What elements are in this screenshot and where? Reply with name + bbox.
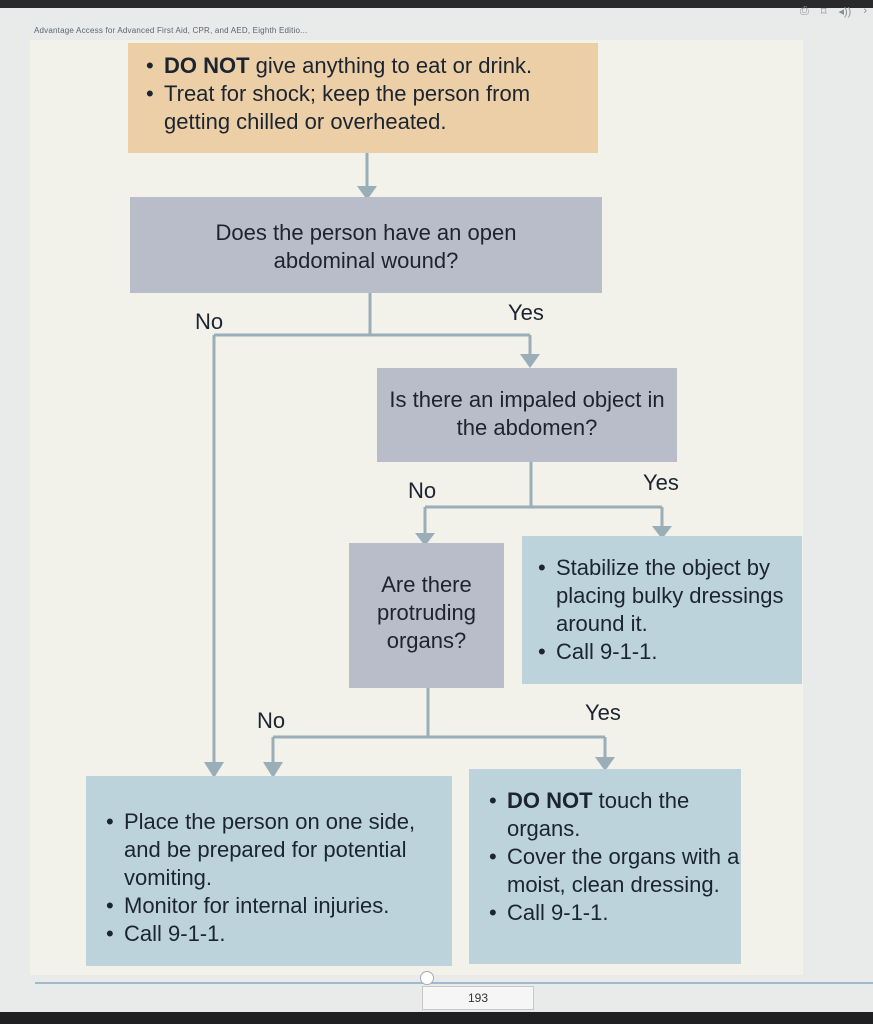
page-number-field[interactable]: 193 xyxy=(422,986,534,1010)
reader-toolbar: ⎙ ⌑ ◂)) › xyxy=(800,5,867,18)
audio-icon[interactable]: ◂)) xyxy=(838,6,852,18)
q3-no-label: No xyxy=(257,708,286,733)
care-item-position: Place the person on one side, and be pre… xyxy=(104,808,452,892)
q3-yes-label: Yes xyxy=(585,700,621,725)
initial-care-box: DO NOT give anything to eat or drink. Tr… xyxy=(128,43,598,153)
care-item-no-food: DO NOT give anything to eat or drink. xyxy=(144,52,598,80)
page-scrubber[interactable] xyxy=(35,982,873,984)
top-dark-bar xyxy=(0,0,873,8)
care-item-cover: Cover the organs with a moist, clean dre… xyxy=(487,843,741,899)
q2-yes-label: Yes xyxy=(643,470,679,495)
book-title: Advantage Access for Advanced First Aid,… xyxy=(34,26,308,35)
care-item-shock: Treat for shock; keep the person from ge… xyxy=(144,80,598,136)
organs-care-box: DO NOT touch the organs. Cover the organ… xyxy=(469,769,741,964)
no-organs-care-box: Place the person on one side, and be pre… xyxy=(86,776,452,966)
q2-no-label: No xyxy=(408,478,437,503)
care-item-stabilize: Stabilize the object by placing bulky dr… xyxy=(536,554,802,638)
bookmark-icon[interactable]: ⌑ xyxy=(820,6,827,18)
page-scrubber-handle[interactable] xyxy=(420,971,434,985)
impaled-object-care-box: Stabilize the object by placing bulky dr… xyxy=(522,536,802,684)
care-item-call-911: Call 9-1-1. xyxy=(104,920,452,948)
care-item-call-911: Call 9-1-1. xyxy=(536,638,802,666)
care-item-no-touch: DO NOT touch the organs. xyxy=(487,787,741,843)
question-open-wound: Does the person have an open abdominal w… xyxy=(130,197,602,293)
q1-no-label: No xyxy=(195,309,224,334)
next-icon[interactable]: › xyxy=(863,5,867,17)
print-icon[interactable]: ⎙ xyxy=(800,5,809,17)
question-protruding-organs: Are there protruding organs? xyxy=(349,543,504,688)
care-item-call-911: Call 9-1-1. xyxy=(487,899,741,927)
question-impaled-object: Is there an impaled object in the abdome… xyxy=(377,368,677,462)
care-item-monitor: Monitor for internal injuries. xyxy=(104,892,452,920)
bottom-dark-bar xyxy=(0,1012,873,1024)
q1-yes-label: Yes xyxy=(508,300,544,325)
